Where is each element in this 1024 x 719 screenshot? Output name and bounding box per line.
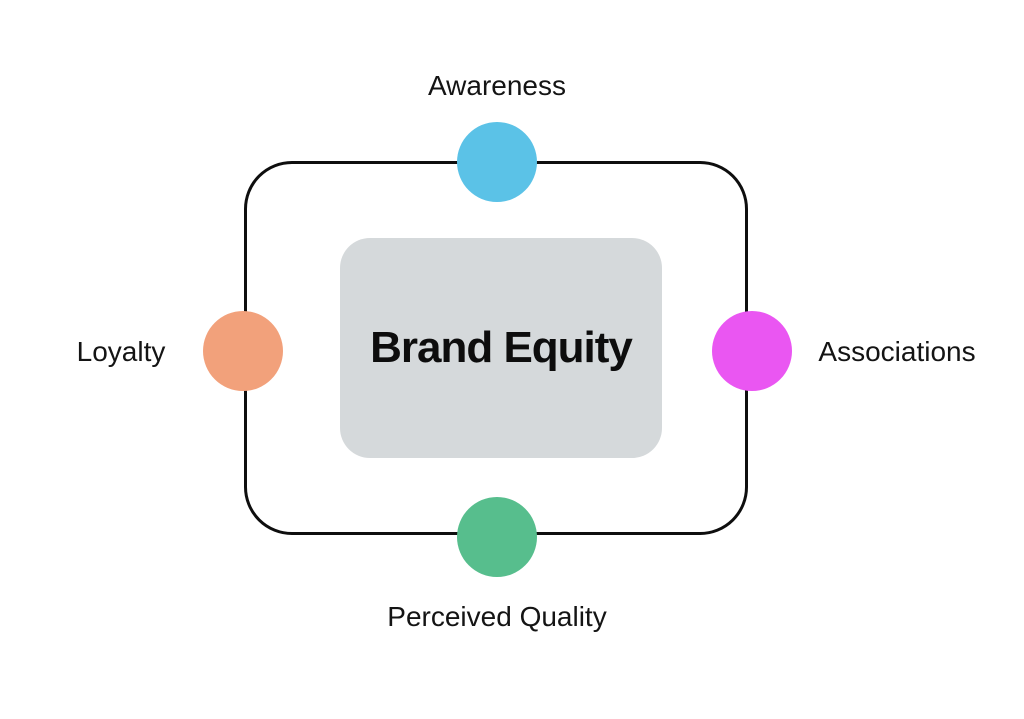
node-label-perceived-quality: Perceived Quality xyxy=(387,601,607,632)
center-node-title: Brand Equity xyxy=(370,323,633,372)
center-node: Brand Equity xyxy=(340,238,662,458)
node-label-loyalty: Loyalty xyxy=(76,336,166,367)
node-circle-loyalty xyxy=(203,311,283,391)
node-circle-perceived-quality xyxy=(457,497,537,577)
node-label-awareness: Awareness xyxy=(427,70,567,101)
node-label-associations: Associations xyxy=(818,336,976,367)
node-circle-awareness xyxy=(457,122,537,202)
node-circle-associations xyxy=(712,311,792,391)
